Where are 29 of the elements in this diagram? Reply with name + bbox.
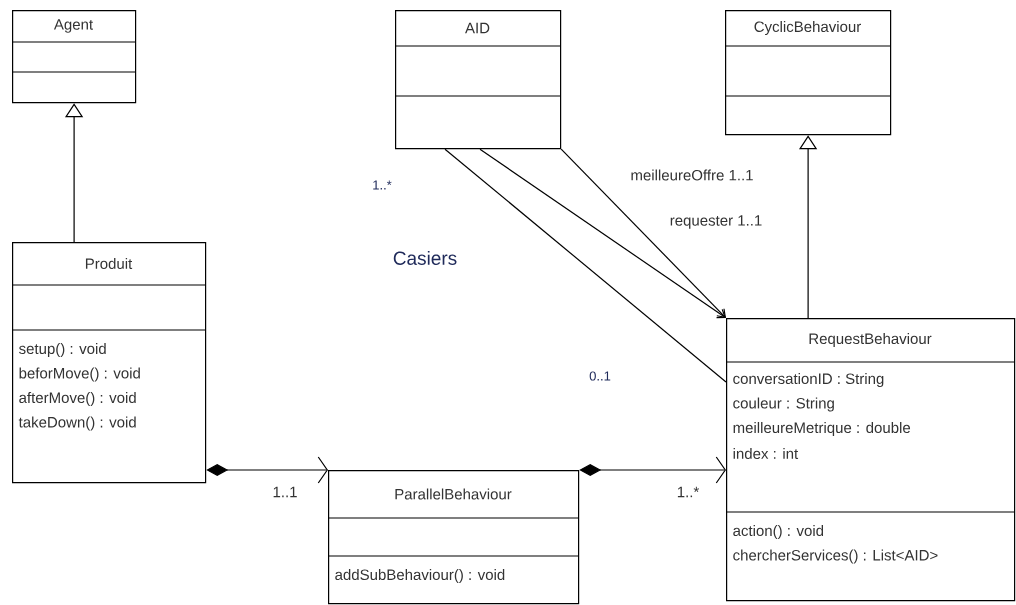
edge-label: 1..* <box>677 486 700 498</box>
association-arrow <box>560 148 726 318</box>
class-name: ParallelBehaviour <box>395 488 512 500</box>
class-name: Agent <box>53 19 93 33</box>
attribute-text: couleur : String <box>733 397 834 412</box>
edge-label: requester 1..1 <box>670 215 762 229</box>
edge-label: 1..1 <box>273 486 297 498</box>
method-text: setup() : void <box>19 343 106 357</box>
method-text: beforMove() : void <box>19 367 140 382</box>
class-name: AID <box>465 22 490 34</box>
attribute-text: index : int <box>733 448 799 459</box>
multiplicity-label: 0..1 <box>589 371 611 381</box>
attribute-text: meilleureMetrique : double <box>733 422 911 436</box>
multiplicity-label: 1..* <box>373 180 392 190</box>
composition-arrow <box>206 456 328 484</box>
method-text: addSubBehaviour() : void <box>335 569 505 583</box>
class-name: CyclicBehaviour <box>754 21 861 35</box>
composition-arrow <box>579 456 726 484</box>
method-text: afterMove() : void <box>19 392 136 406</box>
association-arrow <box>479 148 726 319</box>
class-name: RequestBehaviour <box>809 333 932 347</box>
attribute-text: conversationID : String <box>733 373 884 387</box>
association-line <box>444 148 727 383</box>
method-text: chercherServices() : List<AID> <box>733 549 938 564</box>
method-text: takeDown() : void <box>18 416 136 431</box>
class-name: Produit <box>85 258 133 269</box>
edge-label: meilleureOffre 1..1 <box>631 169 753 181</box>
method-text: action() : void <box>733 525 824 539</box>
association-name: Casiers <box>393 251 457 265</box>
